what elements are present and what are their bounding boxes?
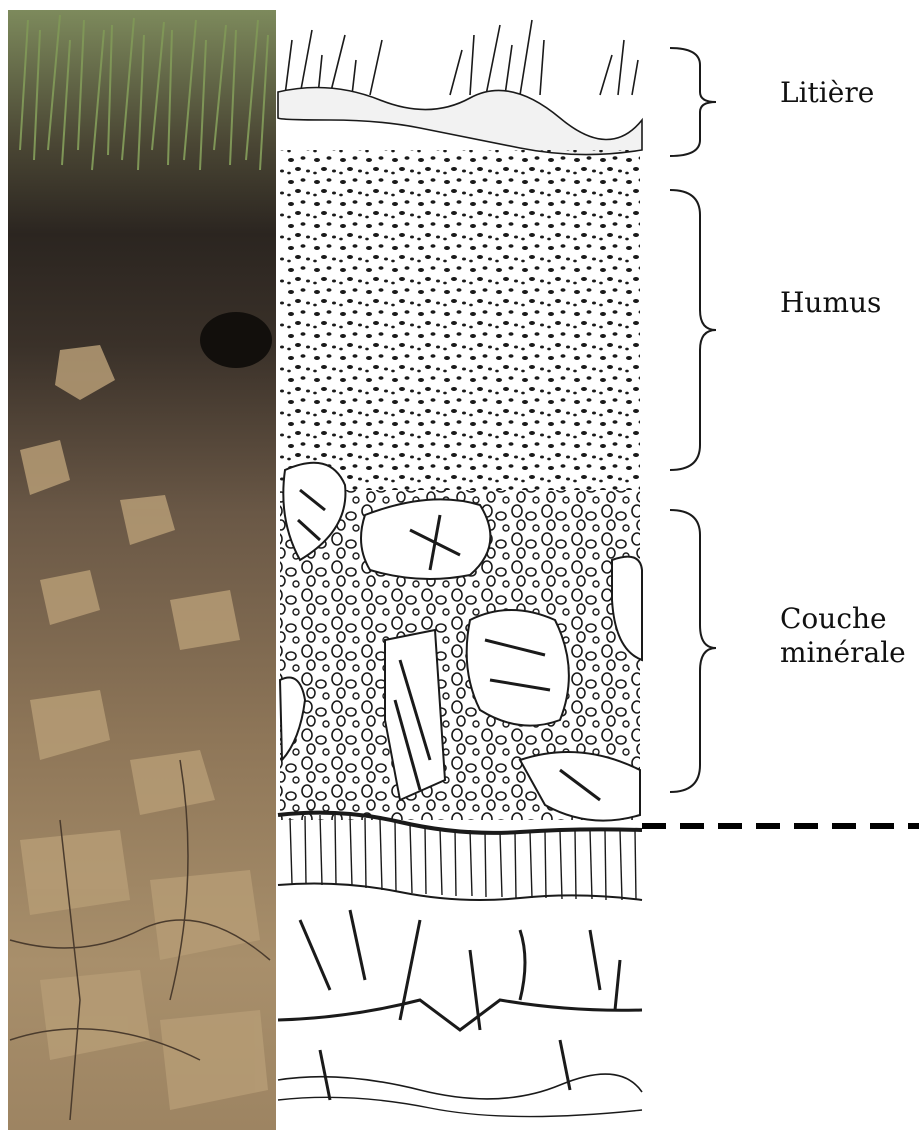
label-couche-line2: minérale: [780, 636, 906, 670]
braces: [670, 48, 716, 792]
label-litiere: Litière: [780, 76, 874, 110]
soil-photo-background: [8, 10, 276, 1130]
brace-icon-couche: [670, 510, 716, 792]
soil-drawing: [276, 10, 642, 1130]
brace-icon-litiere: [670, 48, 716, 156]
label-couche-line1: Couche: [780, 602, 906, 636]
brace-icon-humus: [670, 190, 716, 470]
label-humus: Humus: [780, 286, 881, 320]
humus-dots: [280, 150, 640, 490]
soil-burrow: [200, 312, 272, 368]
label-couche-minerale: Couche minérale: [780, 602, 906, 670]
soil-photo: [8, 10, 276, 1130]
